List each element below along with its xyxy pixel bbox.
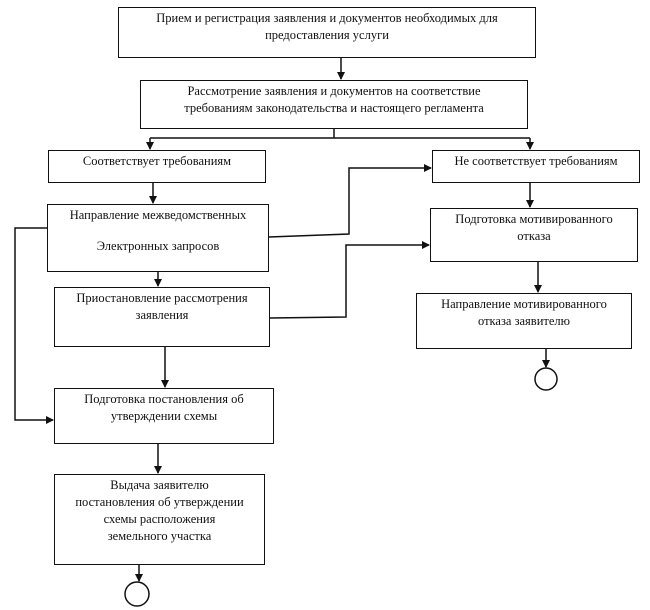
step-review-compliance-line1: Рассмотрение заявления и документов на с… bbox=[187, 84, 481, 98]
step-suspend-review-line2: заявления bbox=[135, 307, 189, 322]
branch-compliant: Соответствует требованиям bbox=[48, 150, 266, 183]
arrow-b5-bypass-to-b9 bbox=[14, 227, 54, 424]
step-prepare-refusal-line2: отказа bbox=[517, 228, 551, 243]
step-suspend-review: Приостановление рассмотрения заявления bbox=[54, 287, 270, 347]
step-prepare-refusal-line1: Подготовка мотивированного bbox=[455, 212, 613, 226]
step-prepare-resolution-line2: утверждении схемы bbox=[110, 408, 218, 423]
step-issue-resolution-line2: постановления об утверждении bbox=[75, 494, 244, 509]
arrow-b5-to-b4 bbox=[268, 164, 432, 238]
step-send-refusal-line1: Направление мотивированного bbox=[441, 297, 607, 311]
step-issue-resolution-line1: Выдача заявителю bbox=[110, 478, 209, 492]
step-interagency-requests: Направление межведомственных Электронных… bbox=[47, 204, 269, 272]
step-prepare-resolution-line1: Подготовка постановления об bbox=[84, 392, 244, 406]
step-receive-application-line1: Прием и регистрация заявления и документ… bbox=[156, 11, 498, 25]
branch-not-compliant-label: Не соответствует требованиям bbox=[454, 154, 618, 168]
end-terminator-right bbox=[534, 367, 558, 391]
step-suspend-review-line1: Приостановление рассмотрения bbox=[76, 291, 248, 305]
step-prepare-resolution: Подготовка постановления об утверждении … bbox=[54, 388, 274, 444]
step-review-compliance-line2: требованиям законодательства и настоящег… bbox=[184, 100, 484, 115]
branch-compliant-label: Соответствует требованиям bbox=[82, 154, 232, 168]
step-send-refusal-line2: отказа заявителю bbox=[477, 313, 570, 328]
step-issue-resolution-line3: схемы расположения bbox=[103, 511, 216, 526]
end-terminator-left bbox=[124, 581, 150, 607]
step-receive-application: Прием и регистрация заявления и документ… bbox=[118, 7, 536, 58]
branch-not-compliant: Не соответствует требованиям bbox=[432, 150, 640, 183]
step-interagency-requests-line1: Направление межведомственных bbox=[69, 208, 247, 222]
step-issue-resolution: Выдача заявителю постановления об утверж… bbox=[54, 474, 265, 565]
step-issue-resolution-line4: земельного участка bbox=[107, 528, 212, 543]
step-send-refusal: Направление мотивированного отказа заяви… bbox=[416, 293, 632, 349]
arrow-b7-to-b6 bbox=[269, 241, 430, 319]
step-interagency-requests-line2: Электронных запросов bbox=[96, 238, 220, 253]
step-review-compliance: Рассмотрение заявления и документов на с… bbox=[140, 80, 528, 129]
step-receive-application-line2: предоставления услуги bbox=[265, 27, 389, 42]
step-prepare-refusal: Подготовка мотивированного отказа bbox=[430, 208, 638, 262]
